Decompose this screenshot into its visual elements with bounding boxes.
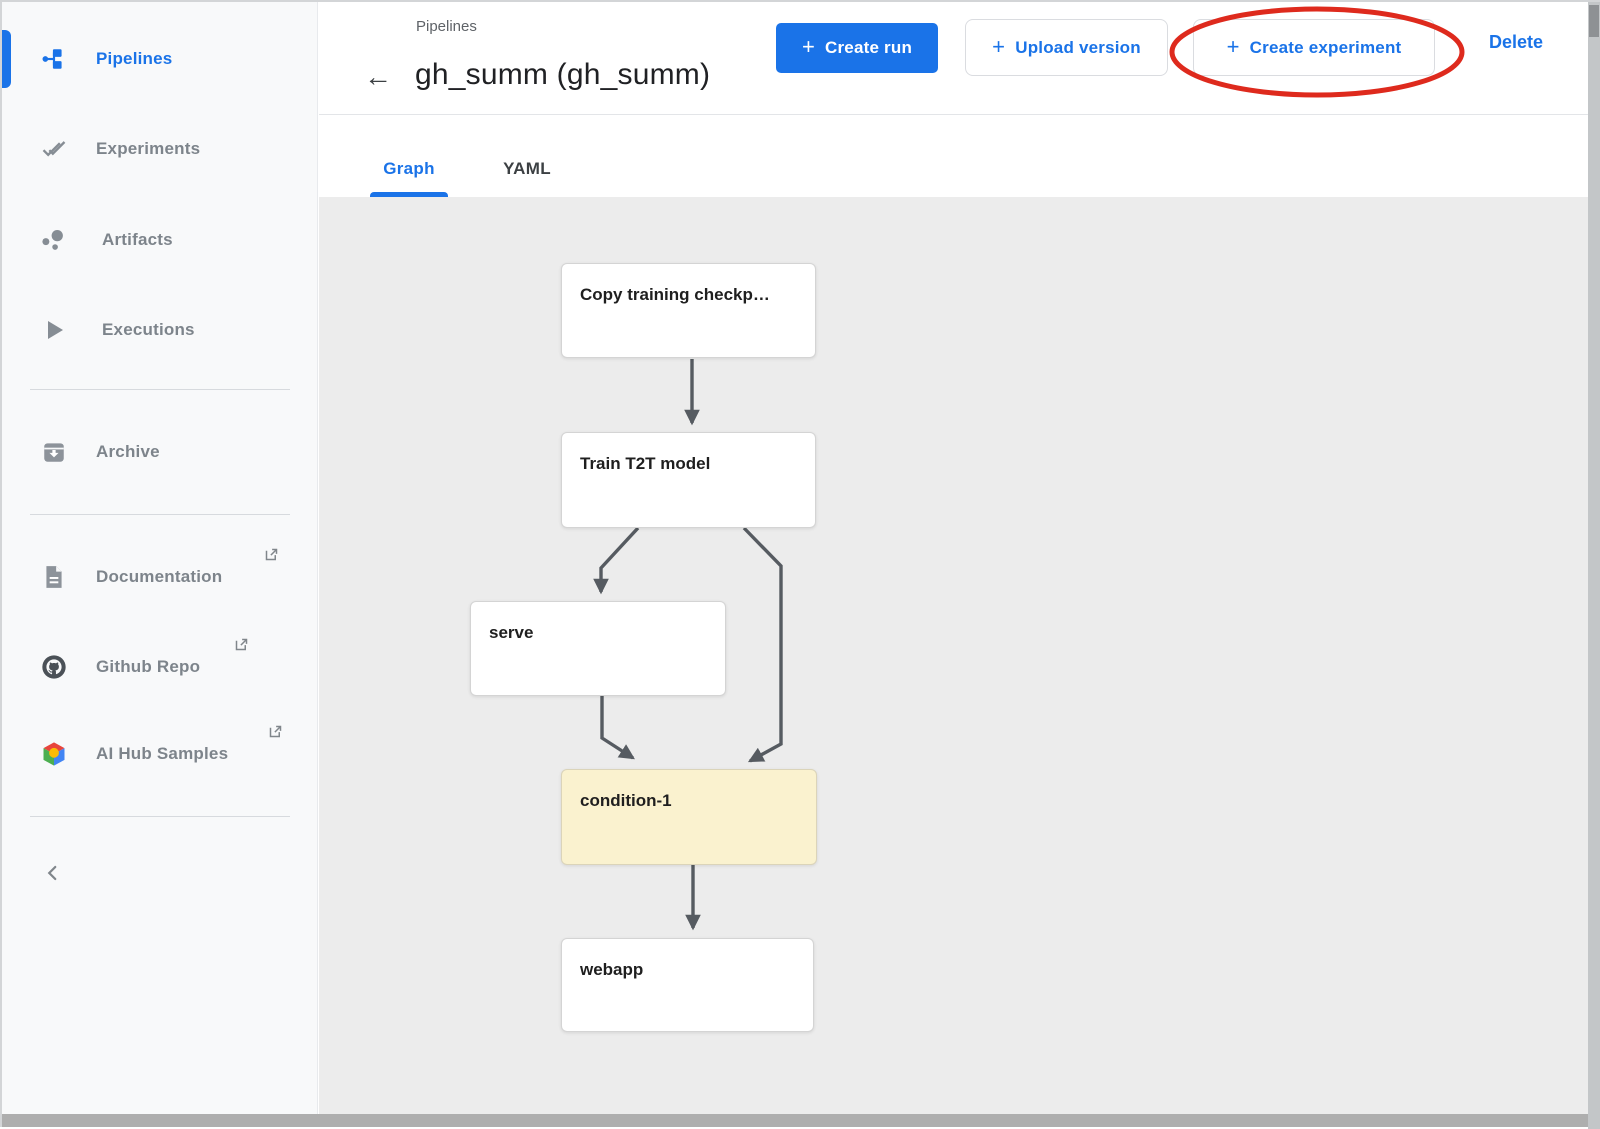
vertical-scrollbar[interactable] xyxy=(1588,2,1600,1129)
sidebar-item-executions[interactable]: Executions xyxy=(2,306,318,354)
sidebar-divider xyxy=(30,389,290,390)
sidebar-item-experiments[interactable]: Experiments xyxy=(2,125,318,173)
github-icon xyxy=(40,653,68,681)
node-label: Train T2T model xyxy=(580,454,711,473)
sidebar: Pipelines Experiments Artifacts xyxy=(2,2,318,1114)
experiments-icon xyxy=(40,135,68,163)
node-label: Copy training checkp… xyxy=(580,285,770,304)
sidebar-item-label: Archive xyxy=(96,442,160,461)
window-bottom-border xyxy=(2,1114,1600,1127)
tab-yaml[interactable]: YAML xyxy=(503,159,551,178)
pipelines-icon xyxy=(40,45,68,73)
create-run-button[interactable]: + Create run xyxy=(776,23,938,73)
edge-train-to-serve xyxy=(593,526,640,595)
aihub-cube-icon xyxy=(40,740,68,768)
external-link-icon xyxy=(268,724,283,744)
sidebar-item-label: AI Hub Samples xyxy=(96,744,229,763)
external-link-icon xyxy=(234,637,249,657)
tab-bar: Graph YAML xyxy=(319,115,1590,197)
graph-edges xyxy=(593,359,783,931)
create-experiment-button[interactable]: + Create experiment xyxy=(1193,19,1435,76)
sidebar-item-documentation[interactable]: Documentation xyxy=(2,548,318,601)
graph-node-serve[interactable]: serve xyxy=(470,601,726,696)
active-indicator xyxy=(2,30,11,88)
archive-icon xyxy=(40,438,68,466)
arrow-left-icon: ← xyxy=(364,61,392,92)
create-run-label: Create run xyxy=(825,38,913,57)
upload-version-button[interactable]: + Upload version xyxy=(965,19,1168,76)
sidebar-collapse-button[interactable] xyxy=(38,860,68,890)
sidebar-item-github-repo[interactable]: Github Repo xyxy=(2,638,318,691)
graph-node-train-t2t-model[interactable]: Train T2T model xyxy=(561,432,816,528)
plus-icon: + xyxy=(801,34,816,59)
back-button[interactable]: ← xyxy=(361,60,395,94)
scrollbar-thumb[interactable] xyxy=(1589,5,1599,37)
chevron-left-icon xyxy=(44,861,62,889)
sidebar-divider xyxy=(30,514,290,515)
pipeline-graph-canvas[interactable]: Copy training checkp… Train T2T model se… xyxy=(319,197,1590,1116)
sidebar-item-label: Executions xyxy=(102,320,195,339)
node-label: condition-1 xyxy=(580,791,672,810)
sidebar-item-artifacts[interactable]: Artifacts xyxy=(2,216,318,264)
sidebar-item-label: Artifacts xyxy=(102,230,173,249)
external-link-icon xyxy=(264,547,279,567)
node-label: serve xyxy=(489,623,534,642)
sidebar-item-label: Github Repo xyxy=(96,657,201,676)
sidebar-divider xyxy=(30,816,290,817)
sidebar-item-label: Pipelines xyxy=(96,49,173,68)
artifacts-icon xyxy=(40,226,68,254)
create-experiment-label: Create experiment xyxy=(1249,37,1402,57)
page-title: gh_summ (gh_summ) xyxy=(415,58,711,91)
sidebar-item-label: Documentation xyxy=(96,567,223,586)
plus-icon: + xyxy=(1226,33,1240,59)
sidebar-item-label: Experiments xyxy=(96,139,201,158)
graph-node-webapp[interactable]: webapp xyxy=(561,938,814,1032)
delete-button[interactable]: Delete xyxy=(1489,32,1544,52)
upload-version-label: Upload version xyxy=(1015,37,1141,57)
tab-graph[interactable]: Graph xyxy=(383,159,435,178)
breadcrumb[interactable]: Pipelines xyxy=(416,18,477,35)
sidebar-item-ai-hub-samples[interactable]: AI Hub Samples xyxy=(2,725,318,778)
document-icon xyxy=(40,563,68,591)
node-label: webapp xyxy=(580,960,644,979)
page-header: Pipelines ← gh_summ (gh_summ) + Create r… xyxy=(319,2,1590,115)
plus-icon: + xyxy=(992,33,1006,59)
edge-serve-to-condition xyxy=(600,696,635,760)
edge-train-to-condition xyxy=(742,526,783,763)
graph-node-copy-training-checkpoint[interactable]: Copy training checkp… xyxy=(561,263,816,358)
graph-node-condition-1[interactable]: condition-1 xyxy=(561,769,817,865)
sidebar-item-pipelines[interactable]: Pipelines xyxy=(2,30,318,88)
executions-icon xyxy=(40,316,68,344)
sidebar-item-archive[interactable]: Archive xyxy=(2,428,318,476)
active-tab-indicator xyxy=(370,192,448,197)
